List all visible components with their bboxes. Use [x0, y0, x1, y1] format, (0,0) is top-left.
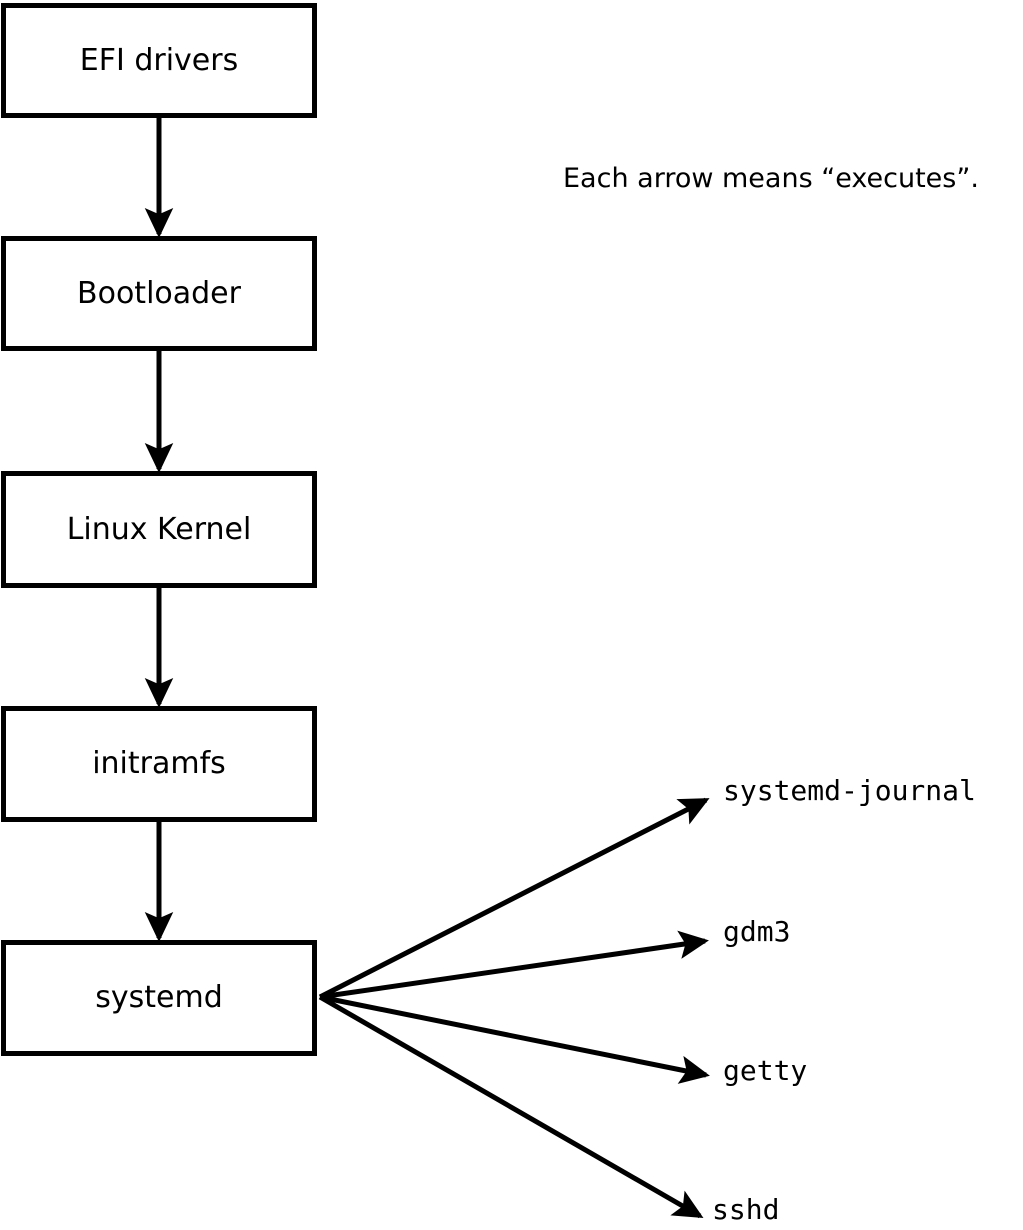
arrow-systemd-to-gdm3	[319, 930, 709, 1000]
node-label-bootloader: Bootloader	[77, 275, 241, 311]
node-initramfs[interactable]: initramfs	[1, 706, 317, 822]
node-efi-drivers[interactable]: EFI drivers	[1, 3, 317, 118]
arrow-group	[144, 118, 710, 1219]
node-linux-kernel[interactable]: Linux Kernel	[1, 471, 317, 588]
arrow-systemd-to-systemd-journal	[318, 797, 710, 1000]
node-label-efi-drivers: EFI drivers	[79, 42, 239, 78]
diagram-caption: Each arrow means “executes”.	[563, 163, 979, 194]
node-systemd[interactable]: systemd	[1, 940, 317, 1056]
node-label-initramfs: initramfs	[92, 746, 226, 781]
node-bootloader[interactable]: Bootloader	[1, 236, 317, 351]
leaf-label-getty: getty	[723, 1054, 808, 1087]
node-label-linux-kernel: Linux Kernel	[66, 511, 252, 547]
leaf-label-sshd: sshd	[712, 1193, 780, 1226]
leaf-label-gdm3: gdm3	[723, 915, 791, 948]
node-label-systemd: systemd	[95, 980, 223, 1015]
arrow-systemd-to-getty	[319, 994, 710, 1084]
arrow-systemd-to-sshd	[318, 994, 704, 1219]
leaf-label-systemd-journal: systemd-journal	[723, 774, 976, 807]
